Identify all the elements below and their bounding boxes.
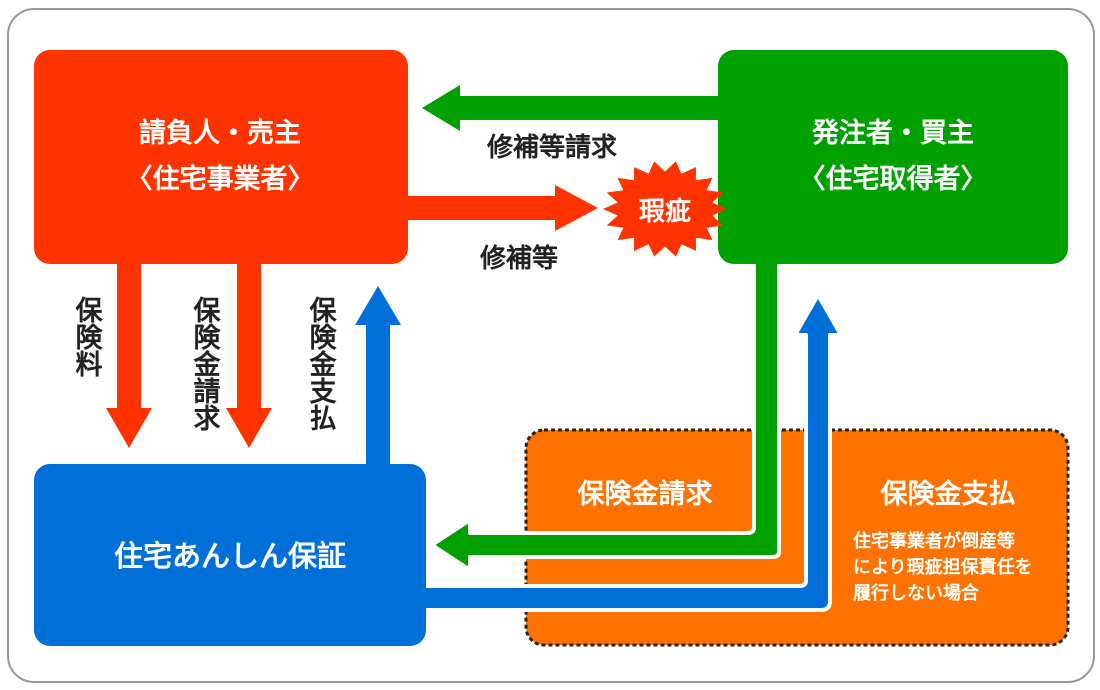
contractor-name: 請負人・売主 bbox=[139, 117, 301, 149]
payment-to-contractor-arrow bbox=[355, 286, 401, 466]
contractor-node bbox=[34, 50, 408, 264]
client-node bbox=[718, 50, 1068, 264]
contractor-role: 〈住宅事業者〉 bbox=[126, 163, 315, 195]
claim-by-contractor-label: 保険金請求 bbox=[189, 296, 222, 431]
premium-arrow bbox=[106, 262, 152, 448]
orange-payment-label: 保険金支払 bbox=[880, 478, 1016, 510]
insurer-name: 住宅あんしん保証 bbox=[114, 539, 346, 573]
payment-to-contractor-label: 保険金支払 bbox=[305, 296, 338, 431]
insurer-node bbox=[34, 464, 426, 646]
premium-label: 保険料 bbox=[71, 296, 104, 377]
client-role: 〈住宅取得者〉 bbox=[799, 163, 988, 195]
orange-note-line-3: 履行しない場合 bbox=[853, 582, 980, 604]
orange-note-line-2: により瑕疵担保責任を bbox=[853, 556, 1033, 578]
claim-by-contractor-arrow bbox=[226, 262, 272, 448]
client-name: 発注者・買主 bbox=[811, 117, 974, 149]
repair-label: 修補等 bbox=[479, 243, 558, 274]
repair-request-arrow bbox=[422, 85, 718, 131]
orange-claim-label: 保険金請求 bbox=[577, 478, 713, 510]
repair-request-label: 修補等請求 bbox=[486, 132, 617, 163]
client-payment-arrow bbox=[418, 293, 843, 612]
client-claim-arrow bbox=[430, 260, 781, 572]
repair-arrow bbox=[406, 185, 598, 231]
defect-badge bbox=[603, 161, 727, 257]
defect-label: 瑕疵 bbox=[639, 196, 691, 227]
orange-note-line-1: 住宅事業者が倒産等 bbox=[853, 530, 1015, 552]
